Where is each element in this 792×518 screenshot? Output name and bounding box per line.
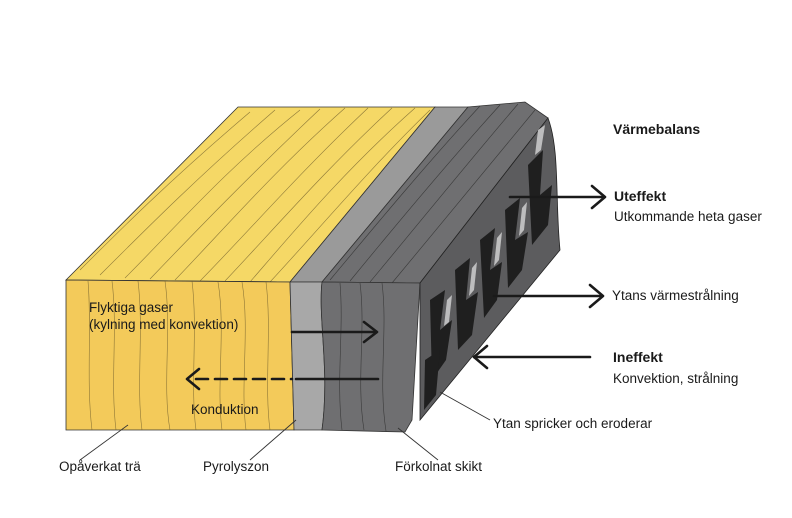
leader-char-layer (397, 427, 439, 461)
leader-pyrolysis-zone (249, 419, 297, 461)
surface-cracks (424, 150, 552, 410)
volatile-gases-label: Flyktiga gaser (kylning med konvektion) (89, 300, 239, 332)
leader-unaffected-wood (79, 424, 129, 461)
surface-cracks-label: Ytan spricker och eroderar (493, 416, 653, 431)
conduction-label: Konduktion (191, 402, 259, 417)
surface-radiation-label: Ytans värmestrålning (612, 288, 739, 303)
leader-lines (79, 391, 491, 461)
arrows (185, 184, 607, 391)
leader-surface-cracks (439, 391, 491, 421)
output-detail: Utkommande heta gaser (614, 209, 762, 224)
unaffected-wood-label: Opåverkat trä (59, 459, 141, 474)
input-heading: Ineffekt (613, 349, 663, 365)
char-top-lines (329, 103, 536, 284)
char-front-lines (339, 282, 387, 432)
pyrolysis-front-face (289, 281, 326, 431)
wood-top-grain (79, 107, 431, 283)
output-arrowhead (590, 184, 607, 210)
wood-front-grain (87, 280, 271, 431)
volatile-gases-arrowhead (362, 320, 379, 344)
conduction-arrowhead (185, 367, 201, 391)
radiation-arrowhead (588, 283, 605, 309)
surface-highlights (444, 125, 545, 326)
char-layer-label: Förkolnat skikt (395, 459, 483, 474)
input-arrowhead (472, 344, 489, 370)
output-heading: Uteffekt (614, 188, 667, 204)
heat-balance-title: Värmebalans (613, 121, 701, 137)
input-detail: Konvektion, strålning (613, 371, 739, 386)
pyrolysis-zone-label: Pyrolyszon (203, 459, 270, 474)
char-front-face (320, 281, 421, 433)
